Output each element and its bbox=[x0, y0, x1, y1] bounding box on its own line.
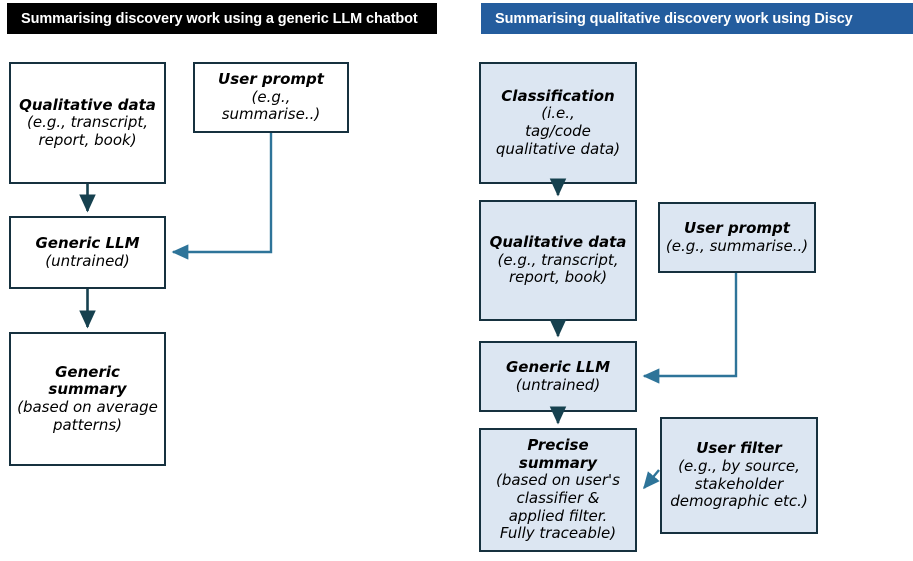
left-generic-summary-detail-2: patterns) bbox=[52, 415, 123, 434]
left-node-user-prompt: User prompt (e.g., summarise..) bbox=[193, 62, 349, 133]
right-qualitative-data-heading: Qualitative data bbox=[489, 233, 627, 252]
left-qualitative-data-heading: Qualitative data bbox=[19, 95, 156, 114]
right-precise-summary-detail-4: Fully traceable) bbox=[499, 524, 617, 543]
left-generic-summary-detail-1: (based on average bbox=[17, 398, 158, 416]
right-classification-heading: Classification bbox=[501, 86, 615, 105]
right-generic-llm-heading: Generic LLM bbox=[505, 357, 611, 376]
left-qualitative-data-detail-1: (e.g., transcript, bbox=[27, 113, 148, 132]
right-panel-banner: Summarising qualitative discovery work u… bbox=[481, 3, 913, 34]
right-node-qualitative-data: Qualitative data (e.g., transcript, repo… bbox=[479, 200, 637, 321]
right-node-precise-summary: Precise summary (based on user's classif… bbox=[479, 428, 637, 552]
arrow-right-filter-to-precise-summary bbox=[643, 469, 660, 490]
right-user-prompt-detail-1: (e.g., summarise..) bbox=[665, 236, 809, 255]
left-generic-llm-heading: Generic LLM bbox=[35, 233, 140, 252]
right-precise-summary-heading: Precise summary bbox=[518, 436, 598, 472]
right-classification-detail-2: tag/code bbox=[525, 122, 591, 140]
right-node-user-prompt: User prompt (e.g., summarise..) bbox=[658, 202, 816, 273]
left-panel-banner-title: Summarising discovery work using a gener… bbox=[21, 10, 418, 27]
left-user-prompt-detail-1: (e.g., summarise..) bbox=[221, 87, 321, 124]
right-user-prompt-heading: User prompt bbox=[684, 218, 790, 237]
right-generic-llm-detail-1: (untrained) bbox=[515, 375, 601, 394]
right-precise-summary-detail-2: classifier & bbox=[516, 489, 600, 507]
left-panel-banner: Summarising discovery work using a gener… bbox=[7, 3, 437, 34]
right-qualitative-data-detail-2: report, book) bbox=[508, 268, 608, 287]
right-classification-detail-1: (i.e., bbox=[541, 104, 575, 123]
right-user-filter-heading: User filter bbox=[696, 439, 782, 458]
right-classification-detail-3: qualitative data) bbox=[495, 139, 621, 158]
left-node-qualitative-data: Qualitative data (e.g., transcript, repo… bbox=[9, 62, 166, 184]
right-precise-summary-detail-1: (based on user's bbox=[495, 471, 620, 490]
left-node-generic-summary: Generic summary (based on average patter… bbox=[9, 332, 166, 466]
right-user-filter-detail-3: demographic etc.) bbox=[670, 492, 808, 511]
right-node-generic-llm: Generic LLM (untrained) bbox=[479, 341, 637, 412]
arrow-left-prompt-to-llm bbox=[171, 133, 273, 260]
right-panel-banner-title: Summarising qualitative discovery work u… bbox=[495, 10, 853, 27]
left-qualitative-data-detail-2: report, book) bbox=[38, 130, 137, 149]
arrow-right-prompt-to-llm bbox=[642, 273, 738, 384]
right-qualitative-data-detail-1: (e.g., transcript, bbox=[497, 250, 619, 269]
left-node-generic-llm: Generic LLM (untrained) bbox=[9, 216, 166, 289]
left-generic-llm-detail-1: (untrained) bbox=[45, 251, 130, 270]
left-user-prompt-heading: User prompt bbox=[218, 70, 324, 89]
right-precise-summary-detail-3: applied filter. bbox=[508, 506, 608, 525]
right-node-classification: Classification (i.e., tag/code qualitati… bbox=[479, 62, 637, 184]
left-generic-summary-heading: Generic summary bbox=[48, 362, 127, 399]
right-user-filter-detail-2: stakeholder bbox=[694, 474, 784, 493]
right-node-user-filter: User filter (e.g., by source, stakeholde… bbox=[660, 417, 818, 534]
right-user-filter-detail-1: (e.g., by source, bbox=[678, 456, 800, 475]
